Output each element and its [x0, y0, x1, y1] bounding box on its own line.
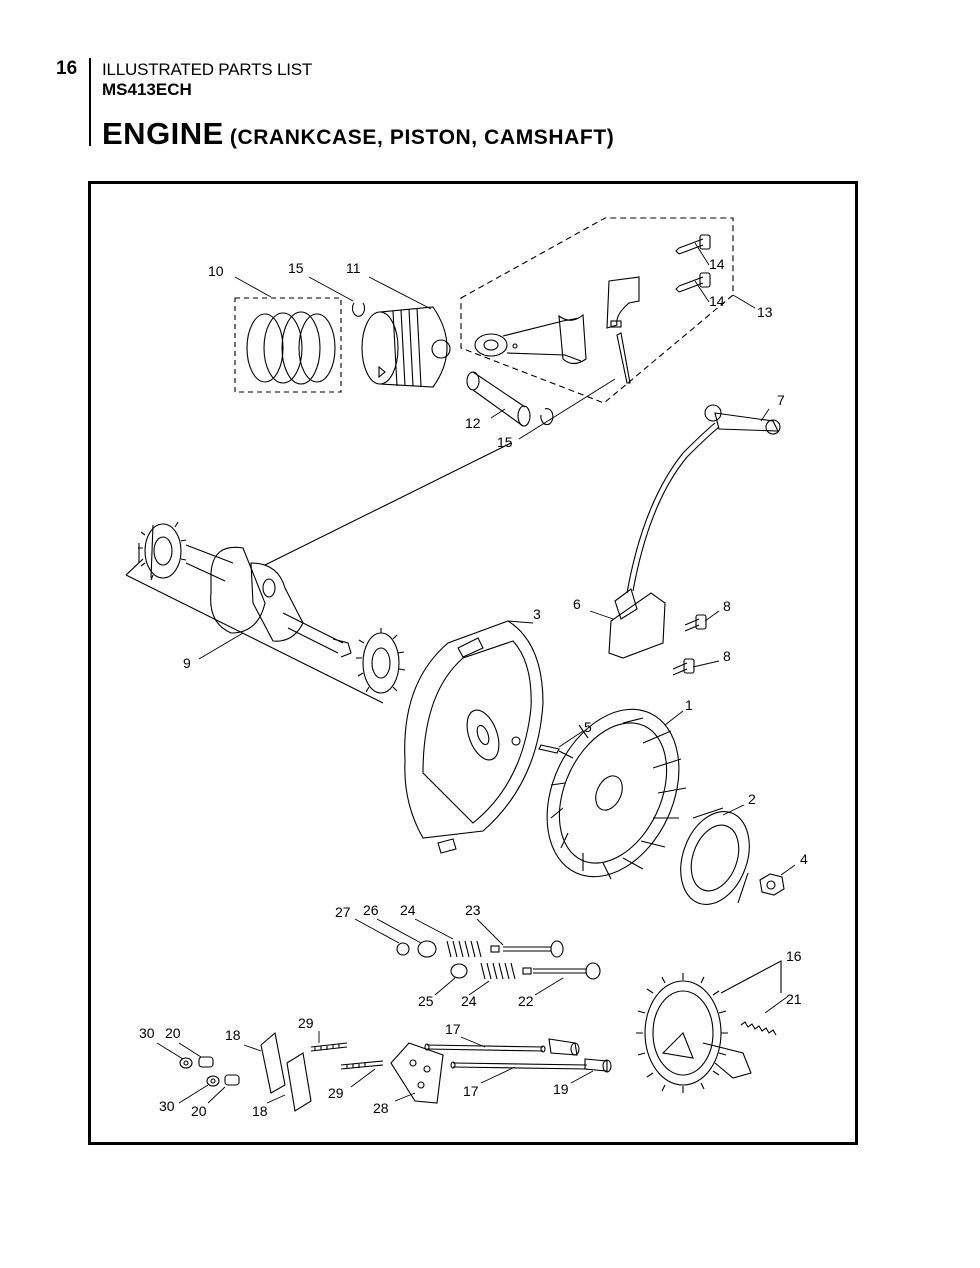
- callout-22: 22: [518, 993, 534, 1009]
- callout-24-upper: 24: [400, 902, 416, 918]
- stud-parts: [310, 1042, 384, 1070]
- crank-gear-part: [356, 628, 406, 694]
- callout-29-upper: 29: [298, 1015, 314, 1031]
- valve-parts: [396, 940, 601, 980]
- header-divider: [89, 58, 91, 146]
- model-number: MS413ECH: [102, 80, 192, 99]
- camshaft-bracket: [720, 960, 782, 994]
- callout-17-upper: 17: [445, 1021, 461, 1037]
- crank-to-rod-leader: [264, 442, 512, 566]
- callout-labels: 10 15 11 14 14 13 12 15 7 3 6 8 8 9 1 5 …: [139, 256, 808, 1119]
- callout-19: 19: [553, 1081, 569, 1097]
- callout-15-pin-clip: 15: [497, 434, 513, 450]
- callout-13: 13: [757, 304, 773, 320]
- rod-cap-part: [606, 276, 640, 384]
- callout-11: 11: [346, 260, 361, 276]
- callout-6: 6: [573, 596, 581, 612]
- pin-clip-part: [540, 408, 554, 426]
- callout-20-lower: 20: [191, 1103, 207, 1119]
- callout-leaders: [156, 242, 796, 1104]
- callout-10: 10: [208, 263, 224, 279]
- callout-9: 9: [183, 655, 191, 671]
- callout-20-upper: 20: [165, 1025, 181, 1041]
- callout-14-lower: 14: [709, 293, 725, 309]
- callout-5: 5: [584, 719, 592, 735]
- connecting-rod-part: [474, 313, 587, 365]
- callout-7: 7: [777, 392, 785, 408]
- callout-8-upper: 8: [723, 598, 731, 614]
- nut-washer-parts: [179, 1056, 240, 1087]
- callout-30-lower: 30: [159, 1098, 175, 1114]
- callout-3: 3: [533, 606, 541, 622]
- piston-rings-part: [234, 297, 342, 393]
- title-sub: (CRANKCASE, PISTON, CAMSHAFT): [229, 126, 615, 149]
- flywheel-part: [546, 708, 687, 880]
- callout-12: 12: [465, 415, 481, 431]
- callout-16: 16: [786, 948, 802, 964]
- gasket-parts: [260, 1031, 312, 1112]
- callout-14-upper: 14: [709, 256, 725, 272]
- callout-26: 26: [363, 902, 379, 918]
- exploded-view-drawing: 10 15 11 14 14 13 12 15 7 3 6 8 8 9 1 5 …: [125, 217, 808, 1119]
- callout-27: 27: [335, 904, 351, 920]
- section-title: ILLUSTRATED PARTS LIST: [102, 60, 313, 79]
- callout-23: 23: [465, 902, 481, 918]
- callout-25: 25: [418, 993, 434, 1009]
- rod-bolt-part: [675, 234, 711, 293]
- title-main: ENGINE: [102, 116, 224, 151]
- connecting-rod-group-outline: [460, 217, 734, 404]
- starter-cup-part: [680, 807, 750, 905]
- callout-18-upper: 18: [225, 1027, 241, 1043]
- camshaft-part: [636, 973, 752, 1093]
- callout-29-lower: 29: [328, 1085, 344, 1101]
- callout-30-upper: 30: [139, 1025, 155, 1041]
- callout-17-lower: 17: [463, 1083, 479, 1099]
- piston-part: [361, 306, 451, 388]
- crankcase-cover-part: [404, 620, 544, 854]
- crankshaft-part: [138, 521, 352, 658]
- page-title: ENGINE(CRANKCASE, PISTON, CAMSHAFT): [102, 116, 614, 152]
- callout-1: 1: [685, 697, 693, 713]
- callout-4: 4: [800, 851, 808, 867]
- governor-spring-part: [740, 1021, 777, 1036]
- coil-screw-part: [672, 614, 707, 676]
- callout-2: 2: [748, 791, 756, 807]
- callout-8-lower: 8: [723, 648, 731, 664]
- flywheel-nut-part: [759, 873, 785, 896]
- callout-21: 21: [786, 991, 802, 1007]
- callout-18-lower: 18: [252, 1103, 268, 1119]
- piston-pin-part: [466, 371, 531, 427]
- spark-plug-cap-part: [704, 404, 781, 435]
- flywheel-key-part: [538, 744, 560, 754]
- ignition-coil-part: [608, 422, 720, 659]
- crankshaft-bracket: [125, 558, 384, 704]
- breather-plate-part: [390, 1042, 444, 1104]
- page-number: 16: [56, 58, 78, 79]
- parts-diagram: 10 15 11 14 14 13 12 15 7 3 6 8 8 9 1 5 …: [88, 181, 858, 1145]
- callout-15-clip: 15: [288, 260, 304, 276]
- clip-part: [352, 302, 365, 317]
- push-rod-parts: [424, 1038, 612, 1073]
- callout-28: 28: [373, 1100, 389, 1116]
- callout-24-lower: 24: [461, 993, 477, 1009]
